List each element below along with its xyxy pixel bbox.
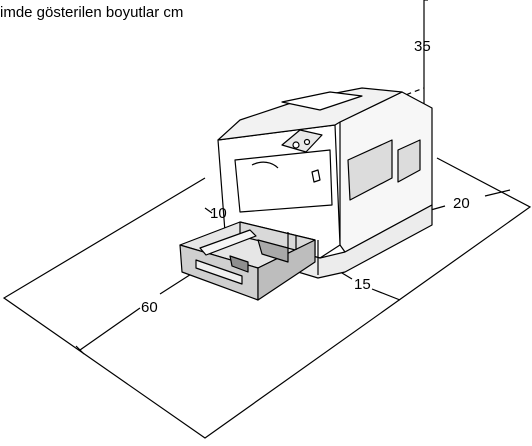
dimension-label-left: 10	[210, 205, 227, 222]
dimension-label-front: 15	[354, 276, 371, 293]
clearance-area-outline	[2, 157, 532, 439]
paper-tray	[179, 221, 316, 301]
diagram-caption: imde gösterilen boyutlar cm	[0, 4, 184, 21]
dimension-label-top: 35	[414, 38, 431, 55]
dimension-label-tray: 60	[141, 299, 158, 316]
dimension-label-right: 20	[453, 195, 470, 212]
